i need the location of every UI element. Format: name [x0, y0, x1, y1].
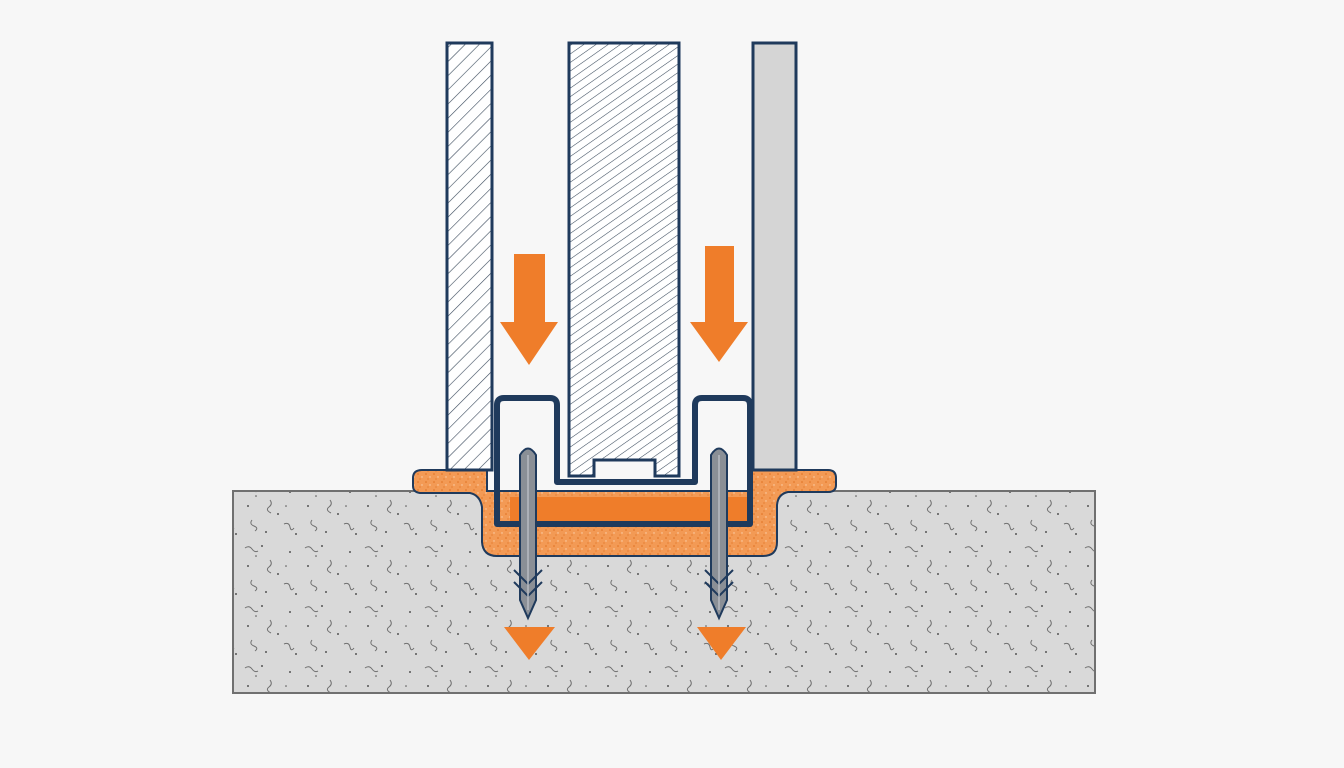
center-hatched-panel: [567, 41, 681, 478]
right-gray-panel: [751, 41, 798, 472]
u-channel: [494, 395, 753, 527]
right-triangle-marker: [697, 627, 746, 660]
left-triangle-marker: [504, 627, 555, 660]
left-hatched-panel: [445, 41, 494, 472]
left-down-arrow: [500, 254, 558, 365]
right-down-arrow: [690, 246, 748, 362]
left-anchor: [513, 447, 543, 621]
right-anchor: [704, 447, 734, 621]
